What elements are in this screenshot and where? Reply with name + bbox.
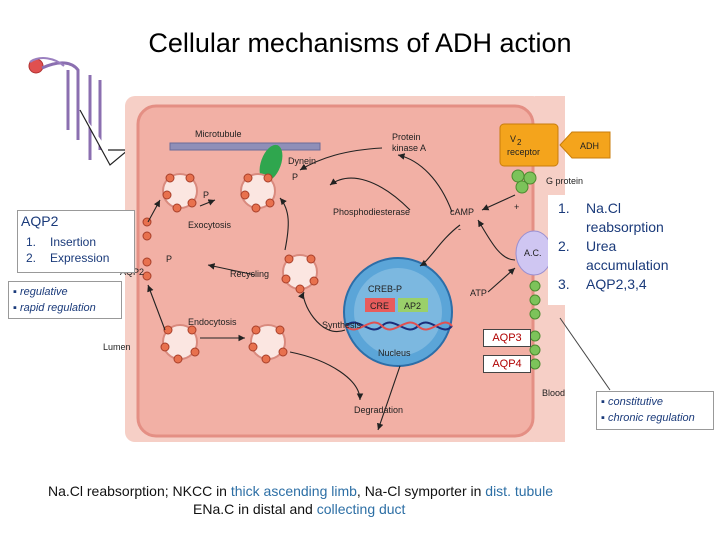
effects-item: 3.AQP2,3,4 <box>558 276 647 292</box>
phosphodiesterase-label: Phosphodiesterase <box>333 207 410 217</box>
regulation-item: ▪ regulative <box>13 286 68 298</box>
effects-box: 1.Na.Cl reabsorption 2.Urea accumulation… <box>548 195 714 305</box>
dynein-icon: Dynein P <box>259 144 316 182</box>
aqp4-label: AQP4 <box>483 355 531 373</box>
atp-label: ATP <box>470 288 487 298</box>
camp-label: cAMP <box>450 207 474 217</box>
vesicle-channels-exocytosis <box>162 173 275 213</box>
svg-text:ADH: ADH <box>580 141 599 151</box>
endocytosis-label: Endocytosis <box>188 317 237 327</box>
constitutive-item: ▪ chronic regulation <box>601 412 695 424</box>
aqp2-item: 1.Insertion <box>26 235 97 249</box>
constitutive-item: ▪ constitutive <box>601 396 663 408</box>
nucleus: CREB-P CRE AP2 Nucleus <box>343 257 453 367</box>
bottom-note-line1: Na.Cl reabsorption; NKCC in thick ascend… <box>48 483 553 499</box>
microtubule-label: Microtubule <box>195 129 242 139</box>
page-title: Cellular mechanisms of ADH action <box>148 28 572 58</box>
p-label-exo: P <box>203 190 209 200</box>
svg-text:receptor: receptor <box>507 147 540 157</box>
aqp2-box: AQP2 1.Insertion 2.Expression <box>17 210 135 273</box>
creb-p-label: CREB-P <box>368 284 402 294</box>
g-protein: G protein + <box>511 169 583 212</box>
protein-kinase-label-1: Protein <box>392 132 421 142</box>
adh-hormone: ADH <box>559 131 611 159</box>
connector-line <box>559 317 611 391</box>
cell-body <box>125 96 565 442</box>
nephron-icon <box>28 57 130 166</box>
exocytosis-label: Exocytosis <box>188 220 232 230</box>
ap2-label: AP2 <box>404 301 421 311</box>
adenylyl-cyclase: A.C. <box>515 230 553 276</box>
aqp2-item: 2.Expression <box>26 251 110 265</box>
regulation-list: ▪ regulative ▪ rapid regulation <box>13 284 96 316</box>
protein-kinase-label-2: kinase A <box>392 143 426 153</box>
effects-item: 2.Urea accumulation <box>558 238 669 273</box>
ac-label: A.C. <box>524 248 542 258</box>
bottom-note-line2: ENa.C in distal and collecting duct <box>193 501 406 517</box>
blood-label: Blood <box>542 388 565 398</box>
vesicle-channels-endocytosis <box>160 325 288 364</box>
effects-list: 1.Na.Cl reabsorption 2.Urea accumulation… <box>558 199 698 294</box>
nucleus-label: Nucleus <box>378 348 411 358</box>
aqp2-list: 1.Insertion 2.Expression <box>26 234 109 266</box>
pathway-arrows <box>147 147 516 431</box>
svg-text:2: 2 <box>517 138 522 147</box>
microtubule: Microtubule <box>169 129 321 151</box>
basolateral-channels <box>529 280 541 370</box>
constitutive-box: ▪ constitutive ▪ chronic regulation <box>596 391 714 430</box>
vesicle-recycling <box>281 254 319 294</box>
g-protein-label: G protein <box>546 176 583 186</box>
cre-label: CRE <box>370 301 389 311</box>
apical-channels <box>142 217 152 281</box>
dynein-label: Dynein <box>288 156 316 166</box>
p-label-dynein: P <box>292 172 298 182</box>
minus-sign: - <box>458 224 461 234</box>
regulation-box: ▪ regulative ▪ rapid regulation <box>8 281 122 319</box>
v2-receptor: V 2 receptor <box>499 123 559 167</box>
synthesis-label: Synthesis <box>322 320 362 330</box>
degradation-label: Degradation <box>354 405 403 415</box>
plus-sign: + <box>514 202 519 212</box>
constitutive-list: ▪ constitutive ▪ chronic regulation <box>601 394 695 426</box>
p-label-apical: P <box>166 254 172 264</box>
svg-text:V: V <box>510 134 516 144</box>
lumen-label: Lumen <box>103 342 131 352</box>
regulation-item: ▪ rapid regulation <box>13 302 96 314</box>
aqp3-label: AQP3 <box>483 329 531 347</box>
aqp2-title: AQP2 <box>21 213 59 229</box>
effects-item: 1.Na.Cl reabsorption <box>558 200 664 235</box>
